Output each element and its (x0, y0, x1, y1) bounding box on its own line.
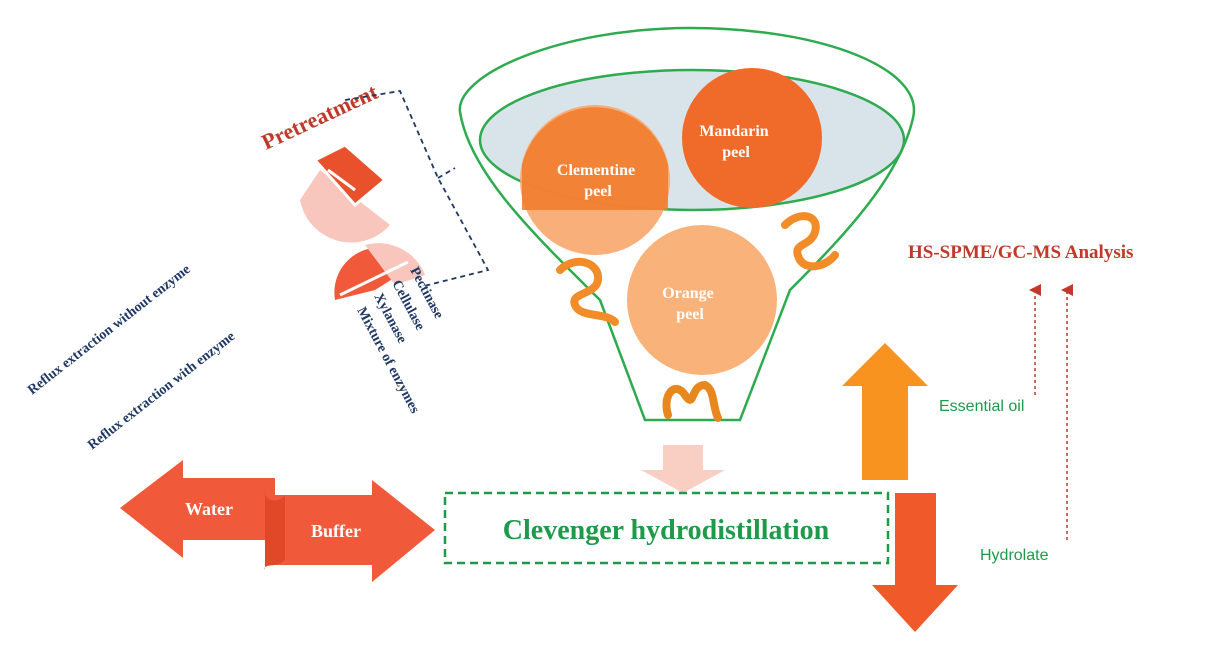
peel-curl-icon (781, 212, 839, 271)
pretreatment-title: Pretreatment (258, 79, 382, 155)
buffer-label: Buffer (311, 521, 361, 541)
mandarin-label: Mandarin peel (699, 123, 772, 161)
process-box (443, 491, 890, 565)
water-label: Water (185, 499, 233, 519)
analysis-title: HS-SPME/GC-MS Analysis (908, 242, 1133, 263)
orange-label: Orange peel (662, 285, 718, 323)
essential-oil-label: Essential oil (939, 398, 1024, 415)
funnel-down-arrow (641, 445, 725, 493)
orange-peel-circle (627, 225, 777, 375)
clementine-label: Clementine peel (557, 162, 639, 200)
hydrolate-label: Hydrolate (980, 547, 1049, 564)
water-arrow (120, 460, 275, 558)
pretreatment-bracket (344, 89, 490, 288)
orange-slice-icon (300, 143, 390, 243)
peel-curl-icon (556, 257, 619, 326)
hydrolate-arrow (872, 493, 958, 632)
essential-oil-arrow (842, 343, 928, 480)
mandarin-peel-circle (682, 68, 822, 208)
peel-curl-icon (662, 380, 722, 422)
option-with-enzyme: Reflux extraction with enzyme (85, 329, 238, 453)
scroll-fold (264, 490, 285, 570)
orange-half-icon (334, 243, 425, 300)
buffer-arrow (268, 480, 435, 582)
process-title: Clevenger hydrodistillation (503, 515, 830, 546)
